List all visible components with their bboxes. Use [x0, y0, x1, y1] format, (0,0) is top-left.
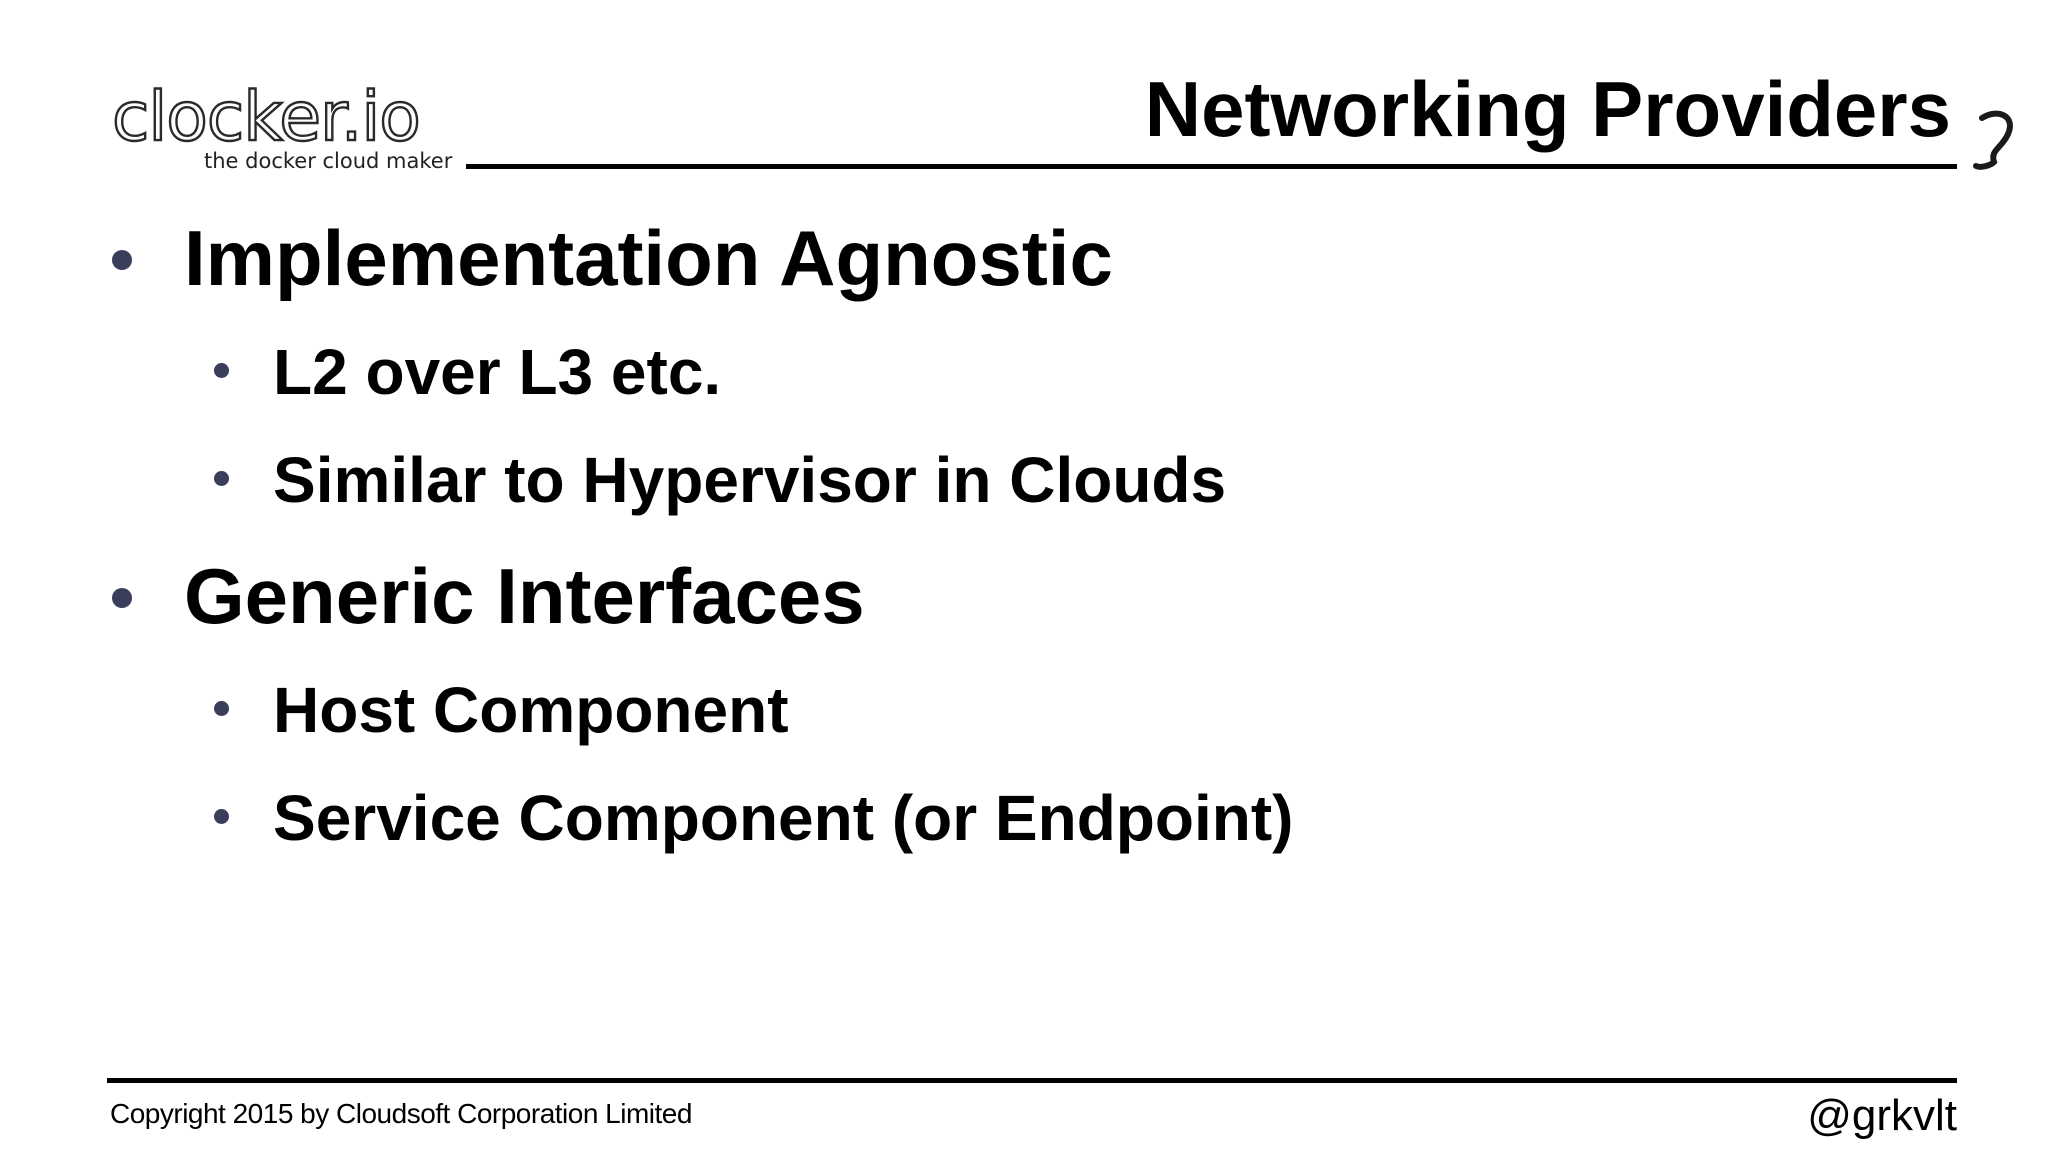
- sub-bullet-text: Similar to Hypervisor in Clouds: [273, 444, 1227, 516]
- bullet-icon: [214, 471, 229, 486]
- bullet-icon: [112, 250, 132, 270]
- bullet-icon: [214, 363, 229, 378]
- sub-bullet-item: Similar to Hypervisor in Clouds: [214, 442, 1227, 518]
- sub-bullet-text: L2 over L3 etc.: [273, 336, 722, 408]
- bullet-text: Generic Interfaces: [184, 552, 865, 640]
- sub-bullet-item: L2 over L3 etc.: [214, 334, 722, 410]
- logo-tagline: the docker cloud maker: [204, 149, 453, 173]
- bullet-text: Implementation Agnostic: [184, 214, 1113, 302]
- slide-title: Networking Providers: [1144, 65, 1951, 153]
- bullet-icon: [112, 588, 132, 608]
- footer-divider: [107, 1078, 1957, 1083]
- clocker-logo: clocker.io the docker cloud maker: [111, 77, 453, 178]
- copyright-notice: Copyright 2015 by Cloudsoft Corporation …: [110, 1098, 692, 1129]
- bullet-icon: [214, 809, 229, 824]
- sub-bullet-item: Host Component: [214, 672, 789, 748]
- bullet-item: Implementation Agnostic: [112, 213, 1113, 303]
- bullet-icon: [214, 701, 229, 716]
- bullet-item: Generic Interfaces: [112, 551, 865, 641]
- sub-bullet-text: Service Component (or Endpoint): [273, 782, 1294, 854]
- sub-bullet-text: Host Component: [273, 674, 789, 746]
- curl-icon: [1973, 110, 2013, 170]
- twitter-handle: @grkvlt: [1807, 1091, 1957, 1140]
- sub-bullet-item: Service Component (or Endpoint): [214, 780, 1294, 856]
- logo-wordmark: clocker.io: [111, 77, 422, 158]
- title-divider: [466, 164, 1957, 169]
